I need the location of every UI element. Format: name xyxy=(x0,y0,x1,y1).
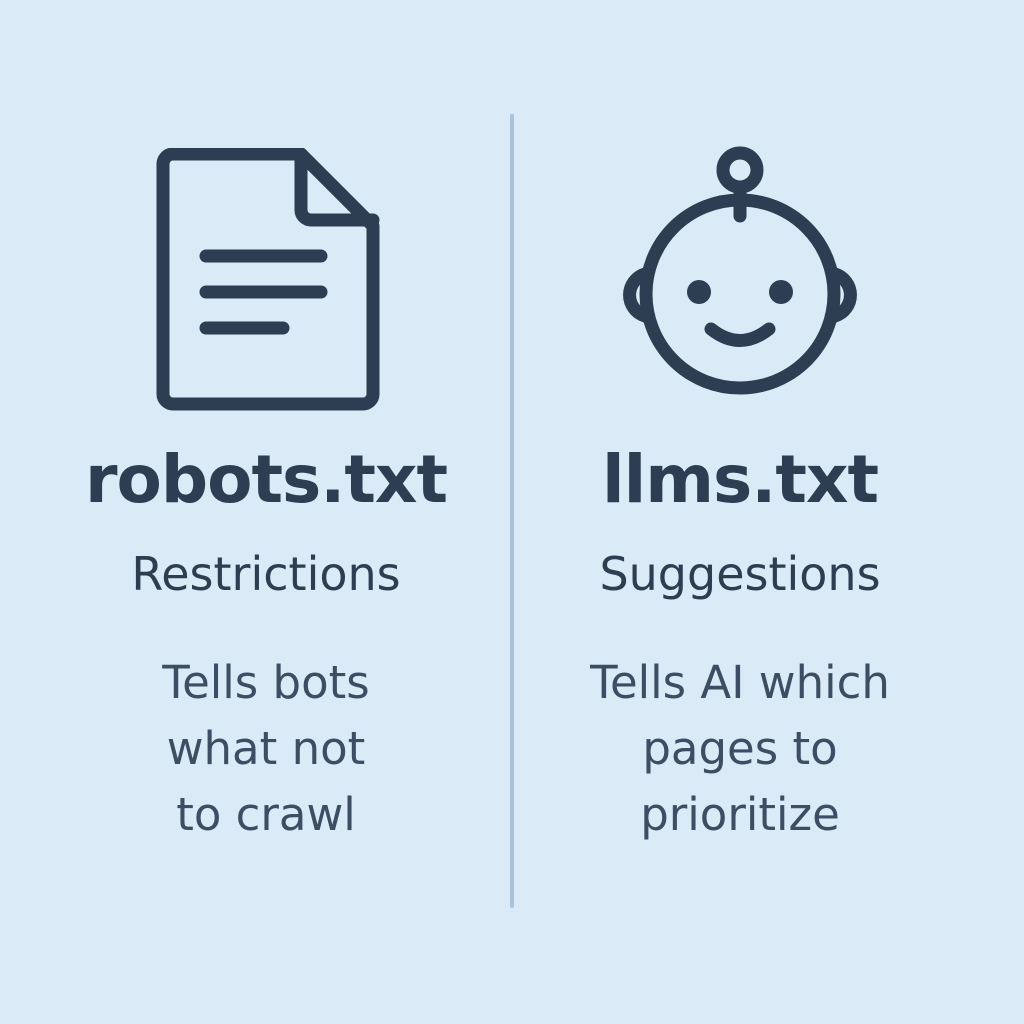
description-line: Tells AI which xyxy=(590,656,890,709)
restrictions-label: Restrictions xyxy=(131,547,401,601)
document-icon xyxy=(10,148,522,412)
description-line: prioritize xyxy=(640,788,840,841)
description-line: Tells bots xyxy=(162,656,370,709)
description-line: pages to xyxy=(642,722,838,775)
llms-txt-panel: llms.txt Suggestions Tells AI which page… xyxy=(484,0,996,1024)
robot-head-icon xyxy=(484,146,996,400)
llms-txt-description: Tells AI which pages to prioritize xyxy=(484,650,996,848)
description-line: what not xyxy=(166,722,366,775)
suggestions-label: Suggestions xyxy=(599,547,881,601)
robots-txt-title: robots.txt xyxy=(84,441,448,518)
description-line: to crawl xyxy=(176,788,356,841)
center-divider xyxy=(510,114,514,908)
llms-txt-title: llms.txt xyxy=(601,441,879,518)
robots-txt-description: Tells bots what not to crawl xyxy=(10,650,522,848)
robots-txt-panel: robots.txt Restrictions Tells bots what … xyxy=(10,0,522,1024)
